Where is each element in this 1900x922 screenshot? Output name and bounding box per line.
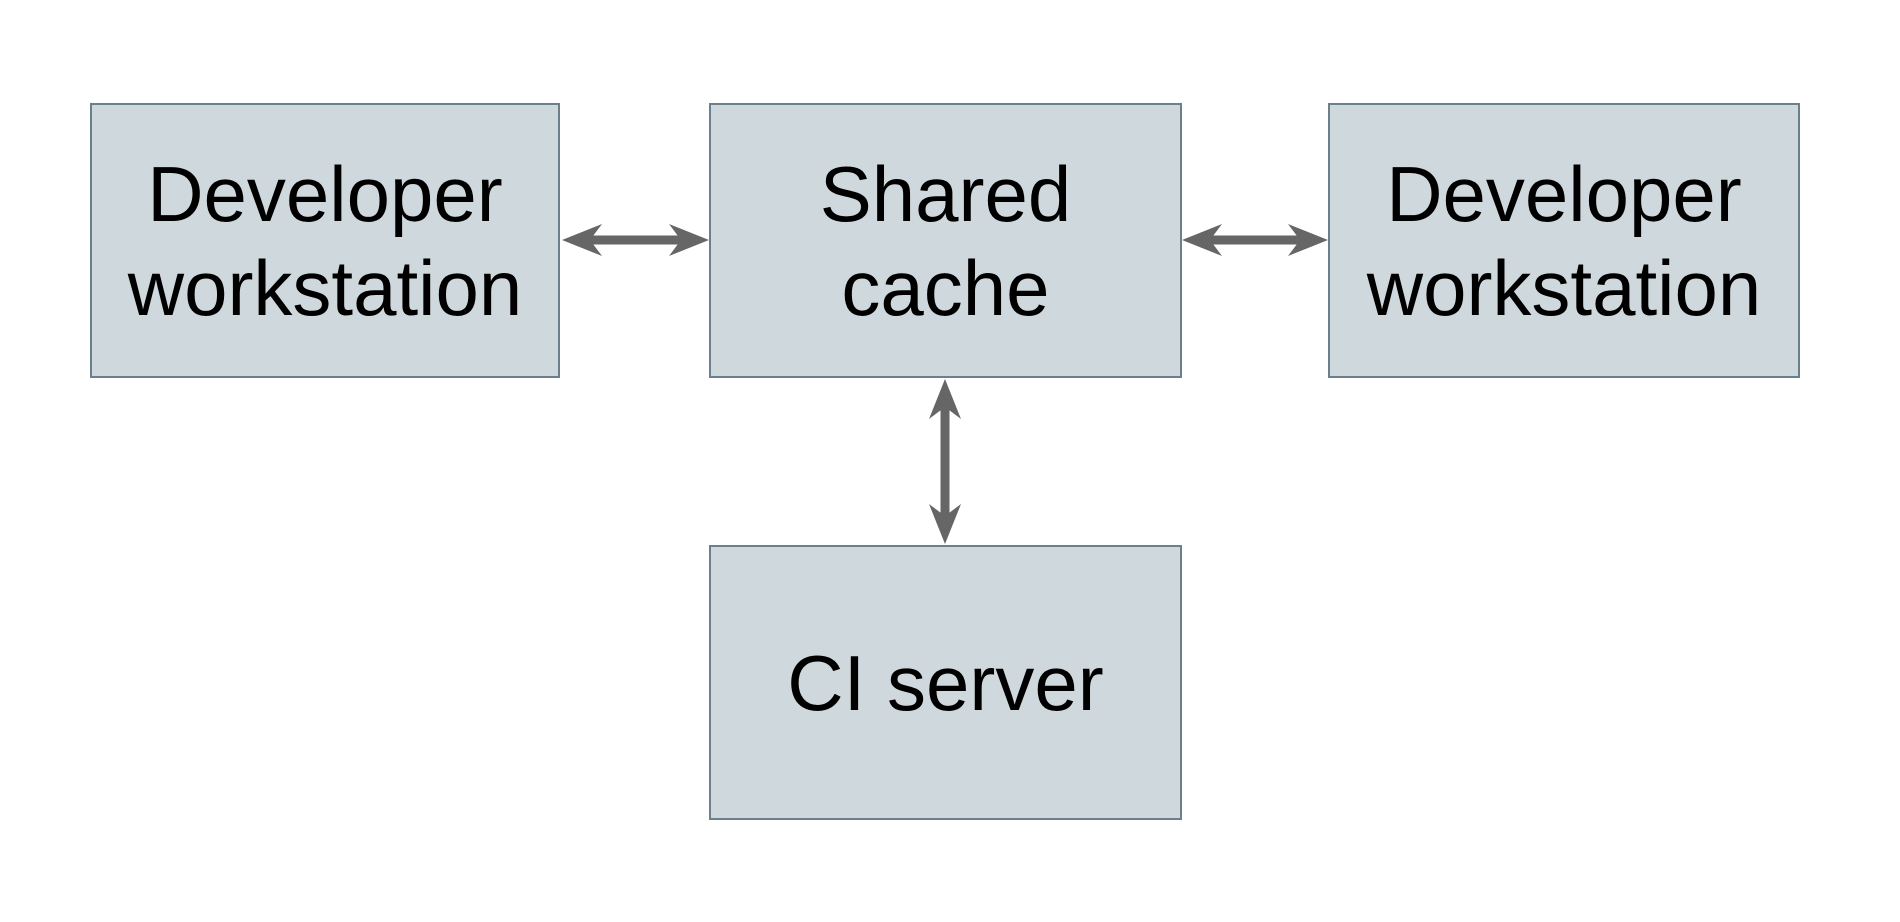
node-ci-server: CI server [709, 545, 1182, 820]
node-label: Shared cache [820, 147, 1072, 335]
arrowhead-left-icon [1182, 224, 1222, 256]
node-label-line: workstation [127, 243, 523, 332]
node-shared-cache: Shared cache [709, 103, 1182, 378]
arrow-dev-left-shared-cache [562, 224, 709, 256]
node-label-line: workstation [1366, 243, 1762, 332]
arrowhead-left-icon [562, 224, 602, 256]
node-developer-workstation-right: Developer workstation [1328, 103, 1800, 378]
arrowhead-right-icon [1288, 224, 1328, 256]
arrow-shared-cache-ci-server [929, 379, 961, 544]
node-label-line: Shared [819, 149, 1072, 238]
node-label-line: cache [841, 243, 1050, 332]
arrow-shared-cache-dev-right [1182, 224, 1328, 256]
node-label-line: Developer [147, 149, 503, 238]
node-label-line: Developer [1386, 149, 1742, 238]
node-developer-workstation-left: Developer workstation [90, 103, 560, 378]
arrowhead-down-icon [929, 504, 961, 544]
node-label: CI server [787, 636, 1103, 730]
node-label: Developer workstation [1367, 147, 1762, 335]
arrowhead-up-icon [929, 379, 961, 419]
node-label-line: CI server [787, 638, 1104, 727]
node-label: Developer workstation [128, 147, 523, 335]
arrowhead-right-icon [669, 224, 709, 256]
